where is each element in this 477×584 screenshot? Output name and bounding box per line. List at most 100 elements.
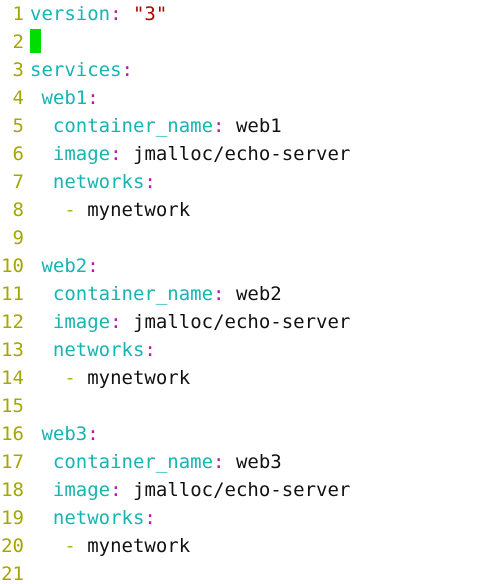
yaml-key: container_name — [52, 283, 214, 305]
code-line[interactable]: 8 - mynetwork — [0, 196, 477, 224]
code-line[interactable]: 1 version: "3" — [0, 0, 477, 28]
line-number: 8 — [12, 199, 24, 221]
line-content: container_name: web2 — [30, 280, 282, 308]
line-number: 17 — [1, 451, 24, 473]
code-line[interactable]: 5 container_name: web1 — [0, 112, 477, 140]
yaml-colon: : — [87, 255, 99, 277]
line-number: 12 — [1, 311, 24, 333]
code-line[interactable]: 12 image: jmalloc/echo-server — [0, 308, 477, 336]
line-number: 20 — [1, 535, 24, 557]
yaml-key: web2 — [41, 255, 88, 277]
yaml-colon: : — [110, 143, 122, 165]
yaml-key: services — [30, 59, 122, 81]
yaml-colon: : — [213, 283, 225, 305]
yaml-colon: : — [87, 423, 99, 445]
line-content: version: "3" — [30, 0, 167, 28]
line-content: services: — [30, 56, 133, 84]
yaml-key: web1 — [41, 87, 88, 109]
list-dash: - — [64, 367, 76, 389]
line-number: 3 — [12, 59, 24, 81]
line-number: 7 — [12, 171, 24, 193]
line-content: - mynetwork — [30, 196, 190, 224]
list-dash: - — [64, 199, 76, 221]
text-cursor — [30, 29, 41, 53]
line-number: 19 — [1, 507, 24, 529]
line-number: 16 — [1, 423, 24, 445]
yaml-colon: : — [213, 451, 225, 473]
yaml-key: container_name — [52, 115, 214, 137]
yaml-key: container_name — [52, 451, 214, 473]
code-line[interactable]: 3 services: — [0, 56, 477, 84]
line-content: image: jmalloc/echo-server — [30, 308, 350, 336]
line-content: networks: — [30, 504, 156, 532]
line-content: container_name: web1 — [30, 112, 282, 140]
line-content: web2: — [30, 252, 99, 280]
line-content: image: jmalloc/echo-server — [30, 476, 350, 504]
code-line[interactable]: 18 image: jmalloc/echo-server — [0, 476, 477, 504]
line-number: 9 — [12, 227, 24, 249]
code-line[interactable]: 20 - mynetwork — [0, 532, 477, 560]
yaml-string: "3" — [132, 3, 168, 25]
yaml-colon: : — [110, 479, 122, 501]
line-content: container_name: web3 — [30, 448, 282, 476]
line-number: 18 — [1, 479, 24, 501]
code-line[interactable]: 16 web3: — [0, 420, 477, 448]
yaml-value: web2 — [235, 283, 282, 305]
yaml-key: image — [52, 143, 111, 165]
line-content: - mynetwork — [30, 364, 190, 392]
yaml-key: networks — [52, 507, 145, 529]
yaml-value: web1 — [235, 115, 282, 137]
yaml-colon: : — [144, 171, 156, 193]
code-line[interactable]: 17 container_name: web3 — [0, 448, 477, 476]
yaml-value: jmalloc/echo-server — [133, 311, 351, 333]
list-dash: - — [64, 535, 76, 557]
yaml-key: networks — [52, 339, 145, 361]
yaml-colon: : — [144, 339, 156, 361]
line-content: networks: — [30, 336, 156, 364]
yaml-value: mynetwork — [87, 367, 191, 389]
line-number: 15 — [1, 395, 24, 417]
code-line[interactable]: 13 networks: — [0, 336, 477, 364]
code-line[interactable]: 6 image: jmalloc/echo-server — [0, 140, 477, 168]
yaml-value: jmalloc/echo-server — [133, 479, 351, 501]
code-line[interactable]: 14 - mynetwork — [0, 364, 477, 392]
code-line[interactable]: 10 web2: — [0, 252, 477, 280]
yaml-key: networks — [52, 171, 145, 193]
line-content: web3: — [30, 420, 99, 448]
line-content: - mynetwork — [30, 532, 190, 560]
code-line[interactable]: 7 networks: — [0, 168, 477, 196]
code-line[interactable]: 2 — [0, 28, 477, 56]
code-line[interactable]: 9 — [0, 224, 477, 252]
line-number: 6 — [12, 143, 24, 165]
yaml-colon: : — [121, 59, 133, 81]
line-number: 21 — [1, 563, 24, 584]
yaml-colon: : — [110, 3, 122, 25]
yaml-key: version — [30, 3, 111, 25]
line-content: web1: — [30, 84, 99, 112]
line-content: networks: — [30, 168, 156, 196]
line-number: 4 — [12, 87, 24, 109]
yaml-key: web3 — [41, 423, 88, 445]
yaml-value: web3 — [235, 451, 282, 473]
yaml-value: mynetwork — [87, 199, 191, 221]
line-number: 13 — [1, 339, 24, 361]
line-number: 5 — [12, 115, 24, 137]
code-line[interactable]: 11 container_name: web2 — [0, 280, 477, 308]
code-line[interactable]: 19 networks: — [0, 504, 477, 532]
line-number: 2 — [12, 31, 24, 53]
yaml-key: image — [52, 311, 111, 333]
yaml-colon: : — [213, 115, 225, 137]
line-number: 1 — [12, 3, 24, 25]
yaml-colon: : — [87, 87, 99, 109]
yaml-value: mynetwork — [87, 535, 191, 557]
line-number: 14 — [1, 367, 24, 389]
yaml-colon: : — [110, 311, 122, 333]
code-line[interactable]: 21 — [0, 560, 477, 584]
yaml-colon: : — [144, 507, 156, 529]
yaml-key: image — [52, 479, 111, 501]
code-line[interactable]: 4 web1: — [0, 84, 477, 112]
code-line[interactable]: 15 — [0, 392, 477, 420]
line-content: image: jmalloc/echo-server — [30, 140, 350, 168]
line-number: 11 — [1, 283, 24, 305]
